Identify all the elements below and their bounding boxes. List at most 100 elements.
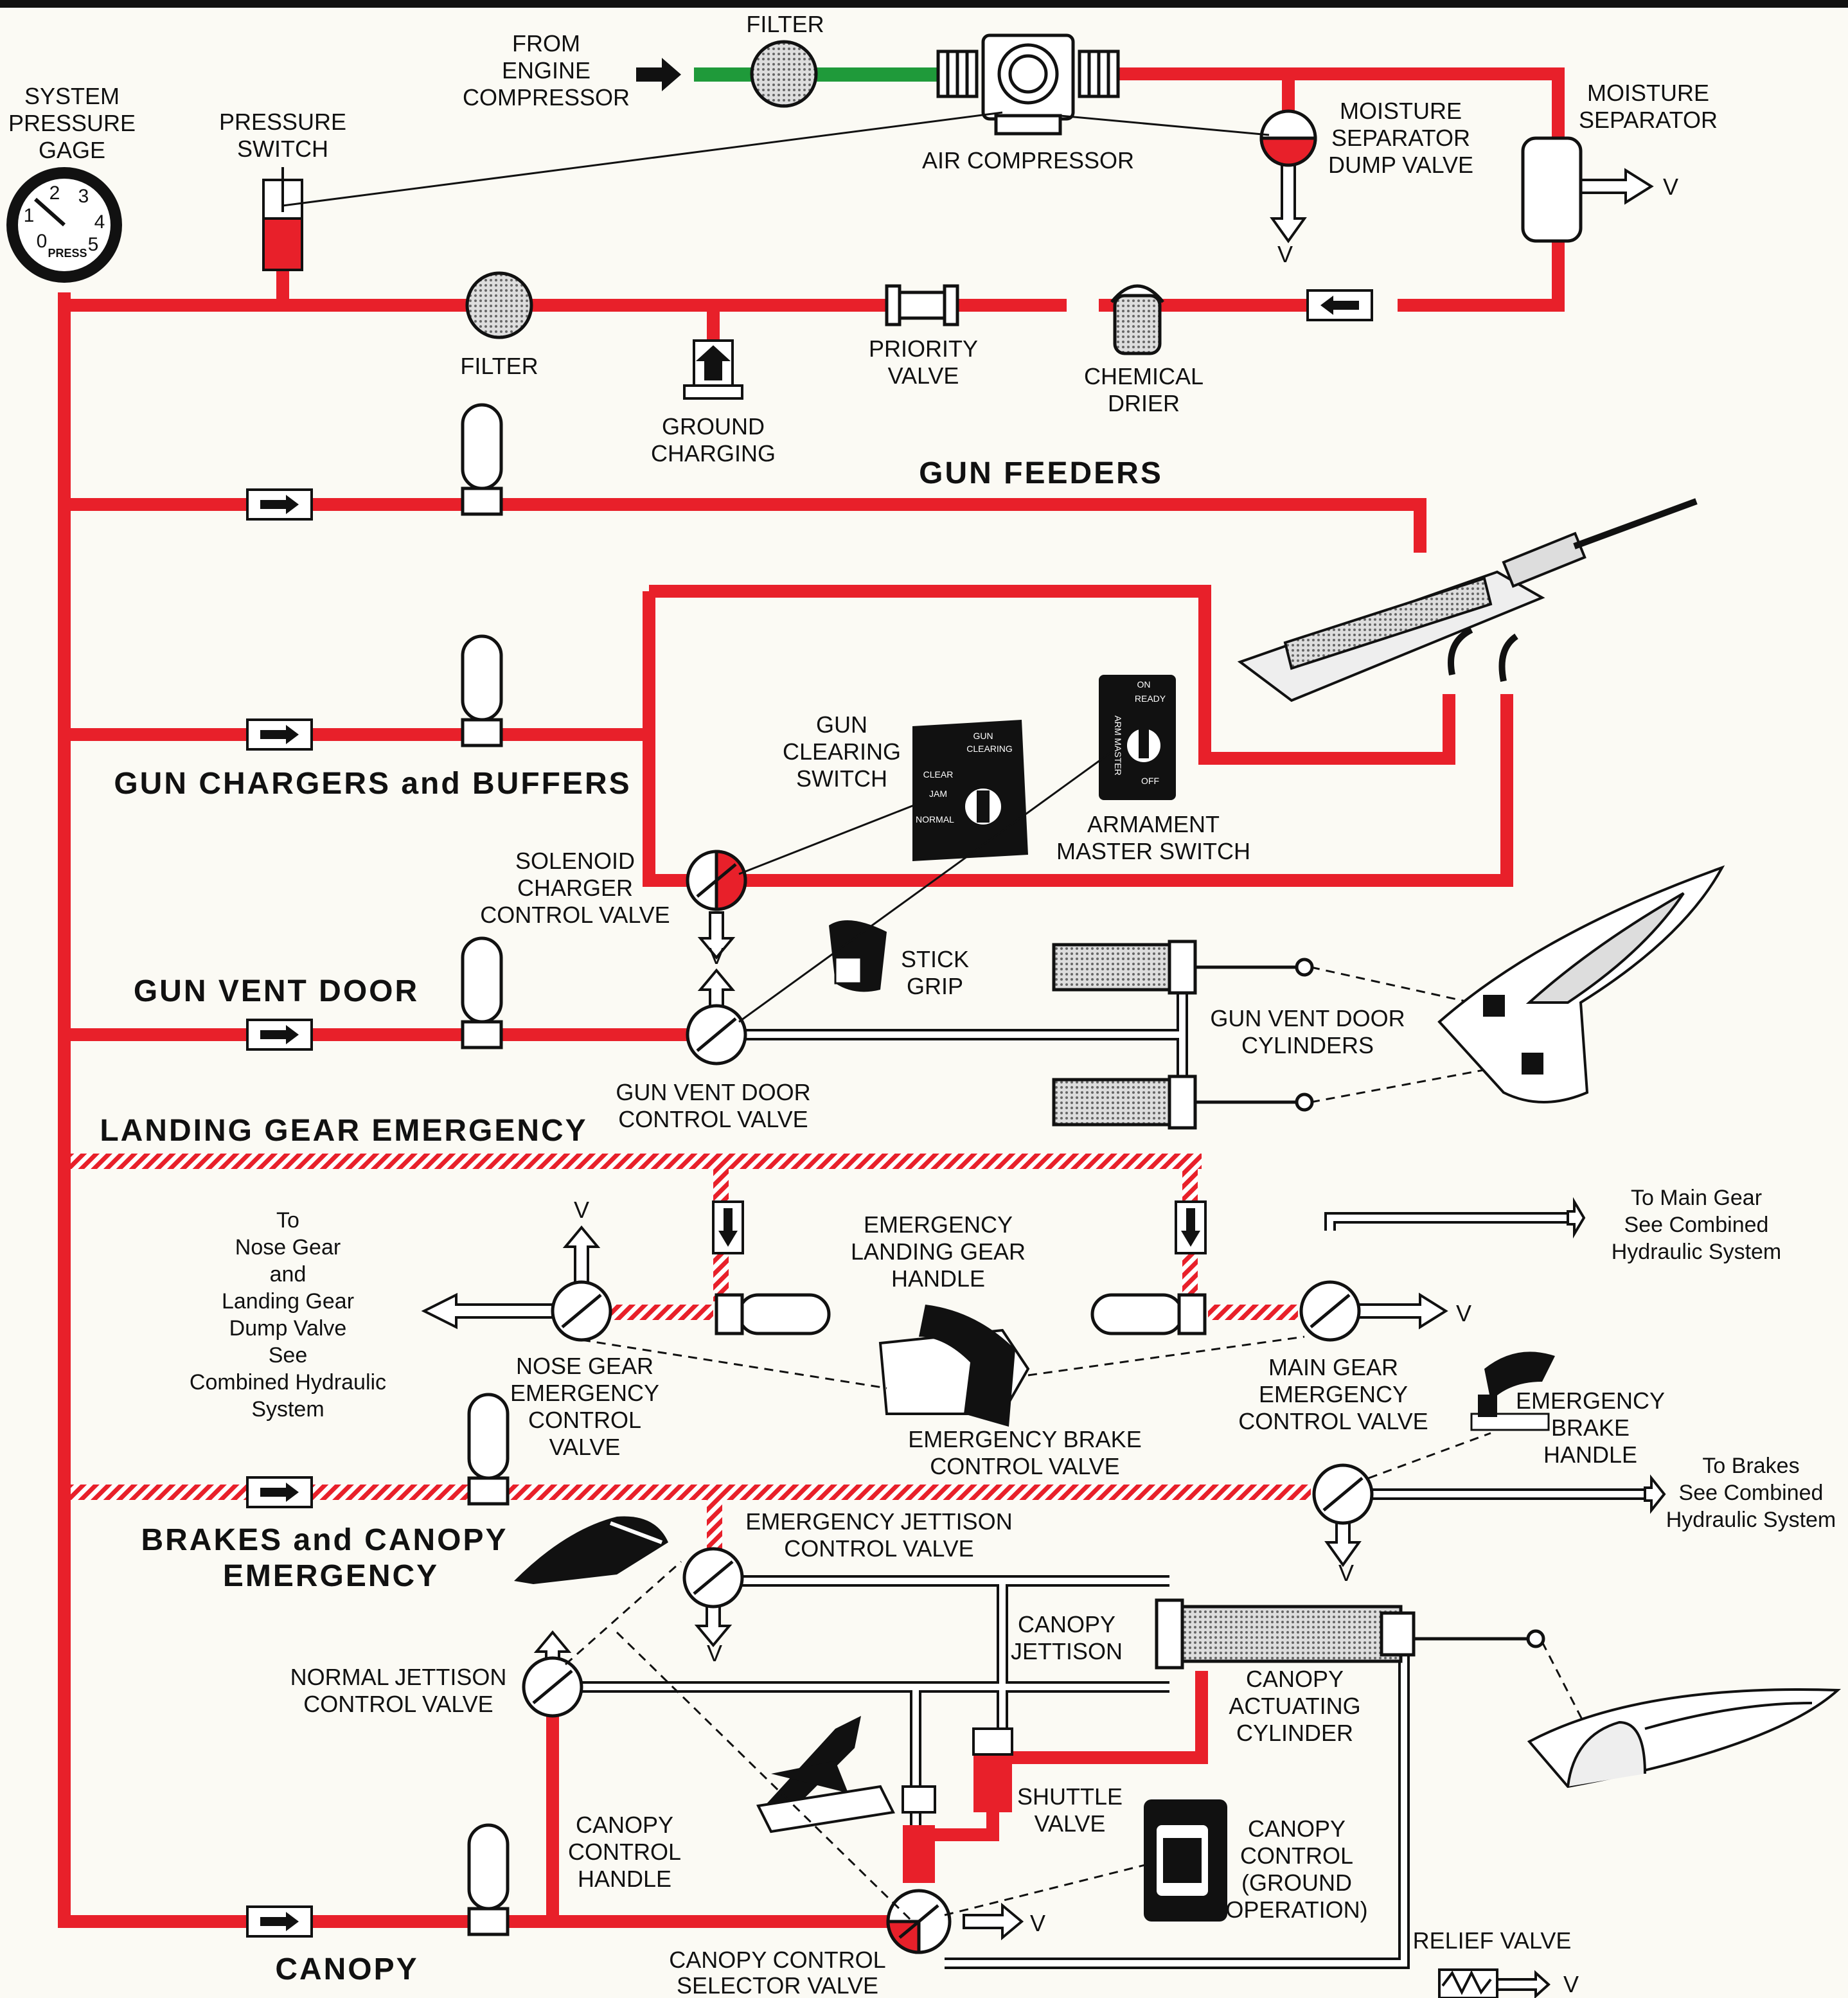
gun-vent-valve-label-1: GUN VENT DOOR — [616, 1079, 810, 1105]
check-valve-brakes — [246, 1476, 313, 1508]
gun-vent-door-valve-icon — [686, 1004, 747, 1066]
normal-jettison-valve-icon — [522, 1656, 583, 1718]
canopy-illustration — [1527, 1688, 1842, 1788]
brakes-note-1: To Brakes — [1702, 1454, 1799, 1478]
nose-gear-out-arrow — [421, 1292, 554, 1330]
emergency-jettison-handle-icon — [514, 1516, 668, 1584]
nose-gear-note-2: Nose Gear — [235, 1235, 341, 1260]
from-engine-label-3: COMPRESSOR — [463, 84, 630, 111]
ground-charging-label-2: CHARGING — [651, 440, 776, 467]
canopy-selector-valve-icon — [886, 1889, 952, 1954]
gage-dial-5: 5 — [88, 234, 99, 255]
pressure-gage-icon: 1 2 3 4 5 0 PRESS — [6, 167, 122, 283]
emergency-lg-handle-label-3: HANDLE — [891, 1265, 985, 1292]
canopy-jettison-label-2: JETTISON — [1011, 1638, 1123, 1664]
gun-clearing-label-1: GUN — [816, 711, 867, 738]
relief-vent-arrow — [1496, 1970, 1550, 1998]
main-gear-valve-icon — [1299, 1280, 1361, 1342]
emergency-brake-handle-label-1: EMERGENCY — [1516, 1387, 1665, 1414]
air-bottle-gun-chargers — [461, 634, 503, 747]
stick-grip-label-2: GRIP — [907, 973, 963, 999]
svg-text:NORMAL: NORMAL — [916, 814, 954, 825]
main-gear-valve-label-2: EMERGENCY — [1259, 1381, 1408, 1407]
canopy-heading: CANOPY — [275, 1952, 418, 1986]
selector-valve-label-1: CANOPY CONTROL — [669, 1947, 885, 1973]
nose-gear-note-1: To — [276, 1208, 299, 1233]
emergency-jettison-label-2: CONTROL VALVE — [784, 1535, 973, 1562]
main-gear-note-3: Hydraulic System — [1612, 1240, 1782, 1264]
air-bottle-gun-vent — [461, 936, 503, 1049]
check-valve-main-down — [1175, 1200, 1207, 1254]
priority-valve-label-2: VALVE — [888, 362, 959, 389]
ground-charging-icon — [683, 339, 743, 400]
dump-valve-label-1: MOISTURE — [1340, 98, 1462, 124]
moisture-separator-icon — [1521, 136, 1583, 243]
canopy-control-ground-panel-icon — [1144, 1799, 1227, 1922]
air-compressor-label: AIR COMPRESSOR — [922, 147, 1134, 174]
air-bottle-brakes — [467, 1393, 510, 1506]
gage-label-2: PRESSURE — [8, 110, 136, 136]
shuttle-valve-label-2: VALVE — [1035, 1810, 1106, 1837]
air-bottle-main-gear — [1090, 1293, 1207, 1335]
brakes-canopy-heading-1: BRAKES and CANOPY — [141, 1523, 508, 1557]
shuttle-valve-icon — [902, 1727, 1013, 1814]
air-bottle-nose-gear — [715, 1293, 831, 1335]
check-valve-gun-vent — [246, 1019, 313, 1051]
svg-text:GUN: GUN — [973, 731, 993, 741]
solenoid-label-3: CONTROL VALVE — [480, 902, 670, 928]
brakes-note-3: Hydraulic System — [1666, 1508, 1836, 1532]
gun-vent-cylinders-label-2: CYLINDERS — [1241, 1032, 1374, 1058]
nose-gear-valve-label-2: EMERGENCY — [510, 1380, 659, 1406]
gun-feeders-heading: GUN FEEDERS — [919, 456, 1163, 490]
shuttle-feed-block-2 — [973, 1754, 1012, 1812]
moisture-separator-label-1: MOISTURE — [1587, 80, 1709, 106]
filters — [465, 40, 818, 339]
emergency-lg-handle-label-1: EMERGENCY — [864, 1211, 1013, 1238]
main-gear-vent-v: V — [1456, 1300, 1471, 1326]
canopy-control-handle-label-2: CONTROL — [568, 1839, 681, 1865]
priority-valve-icon — [885, 284, 959, 326]
relief-vent-v: V — [1563, 1971, 1579, 1997]
air-bottle-gun-feeders — [461, 403, 503, 516]
chemical-drier-label-1: CHEMICAL — [1084, 363, 1204, 389]
gage-dial-2: 2 — [49, 183, 60, 204]
selector-valve-label-2: SELECTOR VALVE — [677, 1972, 878, 1998]
shuttle-valve-label-1: SHUTTLE — [1017, 1783, 1123, 1810]
canopy-ground-label-4: OPERATION) — [1225, 1896, 1367, 1923]
relief-valve-label: RELIEF VALVE — [1413, 1927, 1572, 1954]
brake-valve-icon — [1312, 1463, 1374, 1525]
canopy-jettison-label-1: CANOPY — [1018, 1611, 1115, 1637]
gage-dial-0: 0 — [37, 231, 48, 252]
nose-gear-note-5: Dump Valve — [229, 1316, 347, 1341]
gage-label-3: GAGE — [39, 137, 105, 163]
brake-out-arrow — [1644, 1474, 1666, 1514]
emergency-brake-valve-label-2: CONTROL VALVE — [930, 1453, 1119, 1479]
solenoid-vent-v: V — [709, 943, 724, 969]
nose-gear-note-4: Landing Gear — [222, 1289, 354, 1314]
canopy-cylinder-label-1: CANOPY — [1246, 1666, 1344, 1692]
gun-vent-valve-label-2: CONTROL VALVE — [618, 1106, 808, 1132]
nose-gear-valve-label-1: NOSE GEAR — [516, 1353, 653, 1379]
relief-valve-icon — [1438, 1968, 1498, 1998]
brake-vent-v: V — [1338, 1560, 1354, 1586]
vent-arrows — [421, 137, 1666, 1998]
gun-vent-door-heading: GUN VENT DOOR — [134, 974, 419, 1008]
svg-text:ON: ON — [1137, 679, 1151, 690]
solenoid-vent-arrow — [697, 911, 736, 960]
labels: FROM ENGINE COMPRESSOR FILTER AIR COMPRE… — [8, 11, 1836, 1998]
filter-top-icon — [750, 40, 818, 108]
armament-master-label-2: MASTER SWITCH — [1056, 838, 1250, 864]
canopy-control-handle-icon — [756, 1716, 896, 1833]
canopy-ground-label-3: (GROUND — [1241, 1869, 1352, 1896]
emergency-jettison-label-1: EMERGENCY JETTISON — [745, 1508, 1012, 1535]
filter-main-icon — [465, 271, 533, 339]
linkage-lines — [282, 111, 1491, 1923]
chemical-drier-label-2: DRIER — [1108, 390, 1180, 416]
gun-clearing-switch-plate: GUN CLEARING CLEAR JAM NORMAL — [912, 720, 1028, 861]
emergency-jettison-valve-icon — [682, 1547, 744, 1609]
gage-face-text: PRESS — [48, 247, 87, 260]
nose-gear-vent-arrow — [562, 1225, 601, 1287]
landing-gear-emergency-heading: LANDING GEAR EMERGENCY — [100, 1114, 587, 1148]
solenoid-label-1: SOLENOID — [515, 848, 635, 874]
moisture-separator-vent-arrow — [1579, 168, 1654, 205]
